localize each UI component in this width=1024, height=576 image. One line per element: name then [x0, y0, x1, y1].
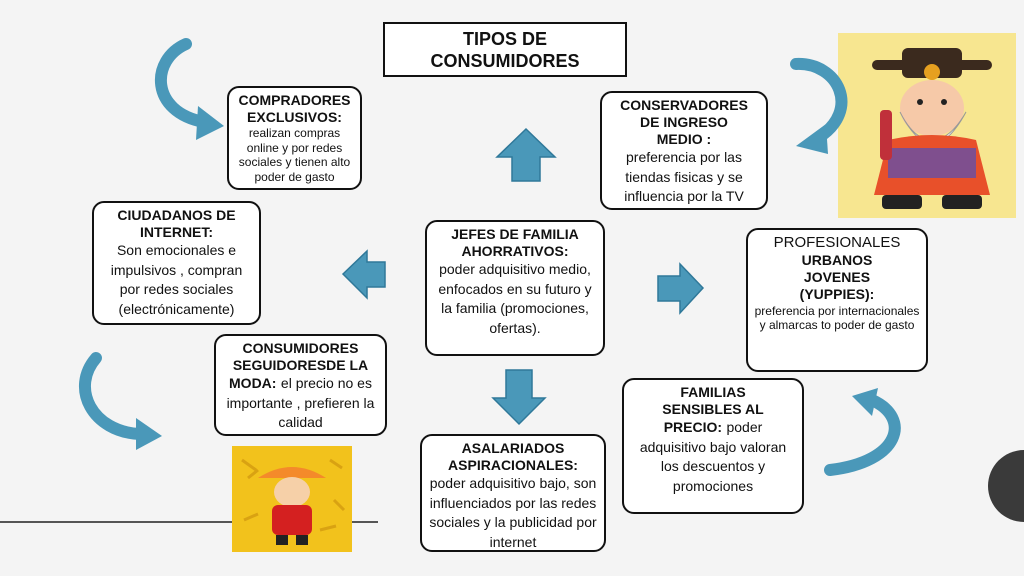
node-heading: JOVENES: [803, 269, 871, 286]
node-heading: COMPRADORES: [238, 92, 351, 108]
node-description: preferencia por internacionales y almarc…: [754, 303, 920, 333]
node-description: realizan compras online y por redes soci…: [238, 126, 351, 185]
curved-arrow-top-left-icon: [154, 38, 224, 140]
node-description: poder adquisitivo medio, enfocados en su…: [438, 261, 592, 336]
node-description: poder adquisitivo bajo, son influenciado…: [429, 475, 597, 550]
node-heading: (YUPPIES):: [799, 286, 875, 303]
node-description: poder adquisitivo bajo valoran los descu…: [639, 419, 787, 494]
curved-arrow-bottom-right-icon: [824, 388, 901, 476]
node-heading: MODA:: [229, 375, 277, 392]
node-jefes-familia-ahorrativos: JEFES DE FAMILIA AHORRATIVOS: poder adqu…: [425, 220, 605, 356]
node-description: preferencia por las tiendas fisicas y se…: [624, 149, 744, 205]
node-consumidores-moda: CONSUMIDORES SEGUIDORESDE LA MODA: el pr…: [214, 334, 387, 436]
curved-arrow-top-right-icon: [790, 57, 848, 154]
arrow-right-icon: [657, 262, 705, 315]
node-heading: EXCLUSIVOS:: [247, 109, 342, 126]
node-heading: URBANOS: [801, 252, 873, 269]
node-profesionales-urbanos-jovenes: PROFESIONALES URBANOS JOVENES (YUPPIES):…: [746, 228, 928, 372]
node-heading: PRECIO:: [663, 419, 723, 436]
node-heading: SEGUIDORESDE LA: [232, 357, 369, 374]
node-ciudadanos-internet: CIUDADANOS DE INTERNET: Son emocionales …: [92, 201, 261, 325]
node-heading: CONSERVADORES: [620, 97, 748, 113]
node-compradores-exclusivos: COMPRADORES EXCLUSIVOS: realizan compras…: [227, 86, 362, 190]
title-line-1: TIPOS DE: [462, 29, 547, 49]
node-heading: ASPIRACIONALES:: [448, 457, 578, 474]
node-heading: FAMILIAS: [680, 384, 746, 400]
node-asalariados-aspiracionales: ASALARIADOS ASPIRACIONALES: poder adquis…: [420, 434, 606, 552]
node-heading: MEDIO :: [656, 131, 712, 148]
node-heading: PROFESIONALES: [773, 234, 901, 251]
node-heading: INTERNET:: [139, 224, 214, 241]
node-heading: ASALARIADOS: [461, 440, 565, 456]
arrow-down-icon: [491, 369, 547, 426]
node-heading: AHORRATIVOS:: [461, 243, 569, 260]
node-familias-sensibles-precio: FAMILIAS SENSIBLES AL PRECIO: poder adqu…: [622, 378, 804, 514]
node-description: Son emocionales e impulsivos , compran p…: [110, 242, 243, 317]
node-heading: SENSIBLES AL: [662, 401, 764, 418]
curved-arrow-bottom-left-icon: [79, 352, 162, 450]
title-line-2: CONSUMIDORES: [430, 51, 580, 71]
node-description: el precio no es importante , prefieren l…: [226, 375, 375, 431]
node-heading: DE INGRESO: [640, 114, 728, 131]
node-heading: CIUDADANOS DE: [117, 207, 236, 223]
node-conservadores-ingreso-medio: CONSERVADORES DE INGRESO MEDIO : prefere…: [600, 91, 768, 210]
decor-semicircle: [988, 450, 1024, 522]
diagram-title: TIPOS DE CONSUMIDORES: [383, 22, 627, 77]
arrow-left-icon: [341, 249, 386, 300]
node-heading: JEFES DE FAMILIA: [451, 226, 579, 242]
node-heading: CONSUMIDORES: [242, 340, 359, 356]
arrow-up-icon: [495, 127, 557, 182]
